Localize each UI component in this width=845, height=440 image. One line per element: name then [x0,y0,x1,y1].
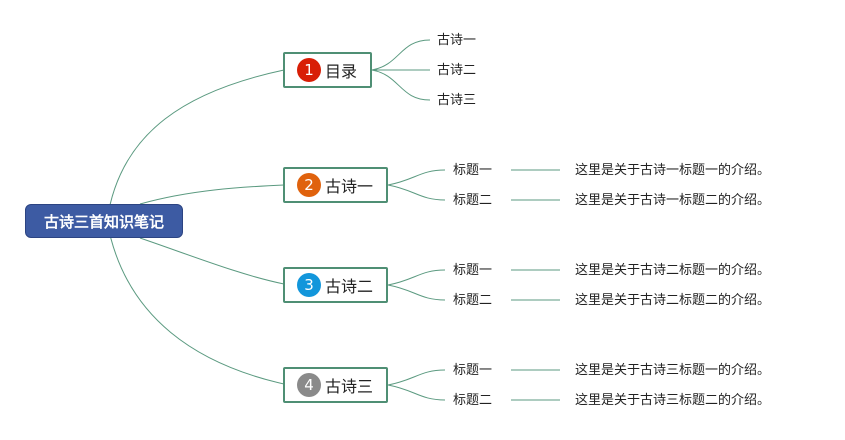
connector-b1-leaf-1 [371,39,431,71]
number-badge-icon: 2 [297,173,321,197]
subtopic-title[interactable]: 标题一 [453,363,493,378]
root-node[interactable]: 古诗三首知识笔记 [25,204,183,238]
number-badge-icon: 1 [297,58,321,82]
subtopic-title[interactable]: 标题一 [453,263,493,278]
subtopic-description: 这里是关于古诗一标题一的介绍。 [575,163,771,178]
subtopic-description: 这里是关于古诗二标题一的介绍。 [575,263,771,278]
toc-item-2[interactable]: 古诗二 [437,63,477,78]
branch-label: 古诗一 [325,177,374,196]
subtopic-description: 这里是关于古诗三标题二的介绍。 [575,393,771,408]
connector-b4-leaf-1 [387,369,446,386]
connector-root-branch-2 [139,184,285,205]
number-badge-icon: 3 [297,273,321,297]
connector-b3-leaf-2 [387,284,446,301]
toc-item-1[interactable]: 古诗一 [437,33,477,48]
subtopic-title[interactable]: 标题二 [453,393,493,408]
branch-node-1[interactable]: 1 目录 [283,52,372,88]
number-badge-icon: 4 [297,373,321,397]
connector-b1-leaf-3 [371,69,431,101]
connector-root-branch-4 [106,220,285,385]
connector-root-branch-3 [139,237,285,285]
subtopic-description: 这里是关于古诗一标题二的介绍。 [575,193,771,208]
branch-label: 古诗二 [325,277,374,296]
subtopic-title[interactable]: 标题一 [453,163,493,178]
branch-node-4[interactable]: 4 古诗三 [283,367,388,403]
branch-node-2[interactable]: 2 古诗一 [283,167,388,203]
connector-b3-leaf-1 [387,269,446,286]
connector-root-branch-1 [106,69,285,222]
subtopic-title[interactable]: 标题二 [453,293,493,308]
connector-b2-leaf-2 [387,184,446,201]
branch-label: 古诗三 [325,377,374,396]
connector-b2-leaf-1 [387,169,446,186]
branch-node-3[interactable]: 3 古诗二 [283,267,388,303]
subtopic-description: 这里是关于古诗二标题二的介绍。 [575,293,771,308]
subtopic-description: 这里是关于古诗三标题一的介绍。 [575,363,771,378]
toc-item-3[interactable]: 古诗三 [437,93,477,108]
root-node-label: 古诗三首知识笔记 [43,212,164,231]
connector-b4-leaf-2 [387,384,446,401]
subtopic-title[interactable]: 标题二 [453,193,493,208]
branch-label: 目录 [325,62,358,81]
